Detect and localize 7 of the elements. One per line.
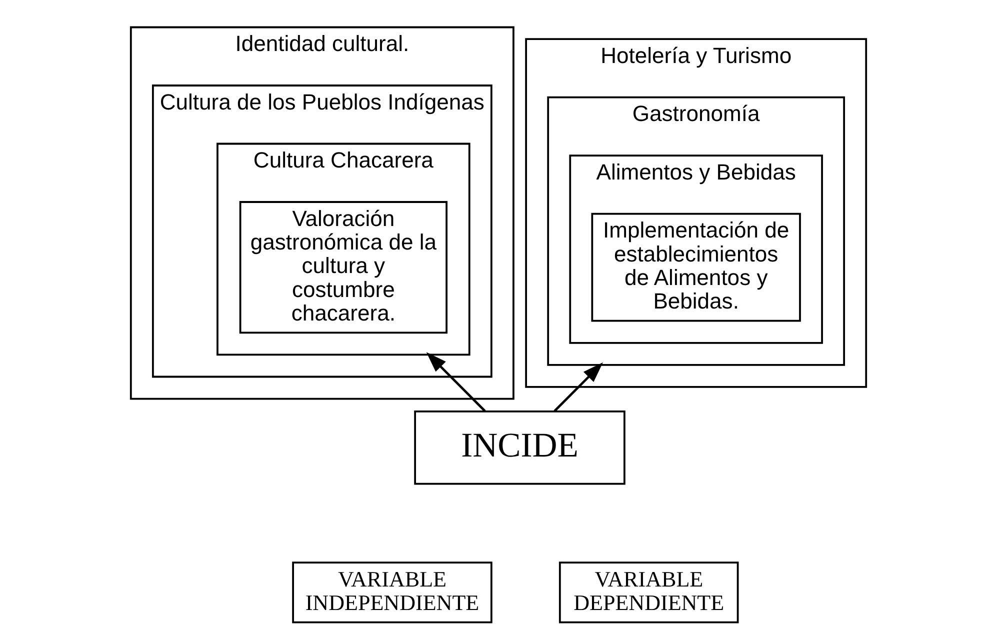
node-box: VARIABLE INDEPENDIENTE	[292, 562, 492, 624]
arrow	[553, 362, 602, 412]
node-box: Valoración gastronómica de la cultura y costumbre chacarera.	[238, 201, 447, 334]
node-box: INCIDE	[414, 410, 625, 485]
arrow	[426, 352, 486, 412]
node-box: VARIABLE DEPENDIENTE	[558, 562, 738, 624]
node-box: Implementación de establecimientos de Alimentos y Bebidas.	[590, 212, 800, 322]
